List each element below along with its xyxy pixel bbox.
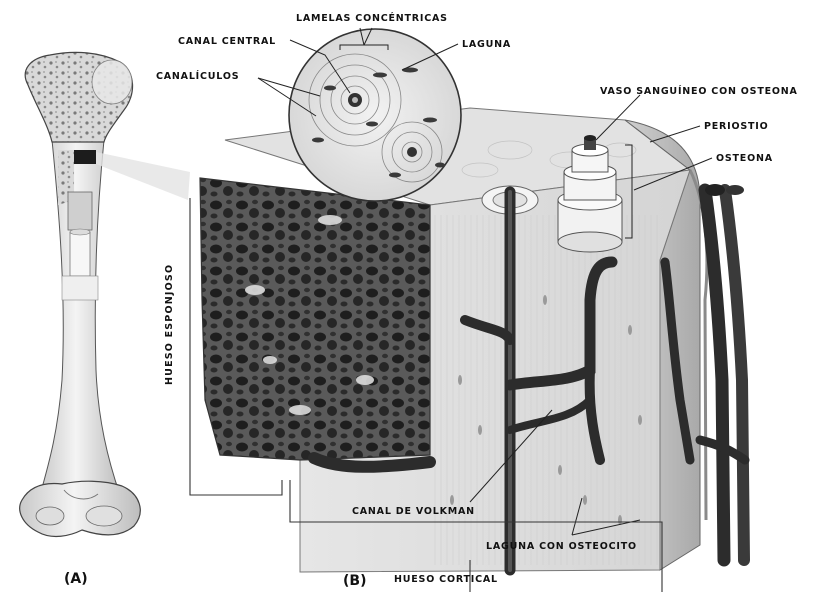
label-canaliculos: CANALÍCULOS [156,70,239,82]
label-hueso-cortical: HUESO CORTICAL [394,574,498,585]
label-laguna-con-osteocito: LAGUNA CON OSTEOCITO [486,541,637,552]
label-hueso-esponjoso: HUESO ESPONJOSO [164,264,175,385]
label-lamelas-concentricas: LAMELAS CONCÉNTRICAS [296,12,448,24]
panel-label-a: (A) [64,571,88,587]
label-osteona: OSTEONA [716,153,773,164]
panel-label-b: (B) [343,573,366,589]
label-periostio: PERIOSTIO [704,121,769,132]
label-canal-de-volkman: CANAL DE VOLKMAN [352,506,475,517]
label-laguna: LAGUNA [462,39,511,50]
label-canal-central: CANAL CENTRAL [178,36,276,47]
label-vaso-sanguineo: VASO SANGUÍNEO CON OSTEONA [600,85,798,97]
